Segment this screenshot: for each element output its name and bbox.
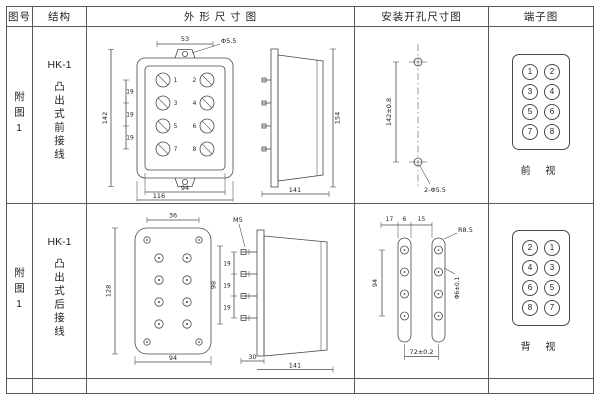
header-structure: 结构 — [33, 7, 87, 27]
screw-callout-label: M5 — [233, 216, 243, 224]
dim-side-height-label: 154 — [333, 112, 341, 124]
dim-height-label: 128 — [104, 285, 112, 297]
terminal-circle: 4 — [522, 259, 538, 276]
terminal-diagram-cell: 1 2 3 4 5 6 7 8 前 视 — [489, 27, 593, 204]
dim-mount-height-label: 142±0.8 — [385, 98, 393, 126]
terminal-circle: 5 — [544, 279, 560, 296]
terminal-circle: 4 — [544, 83, 560, 100]
terminal-circle: 7 — [522, 123, 538, 140]
dim-pitch-label: 19 — [223, 284, 231, 290]
terminal-number-label: 1 — [173, 78, 177, 84]
figure-number-cell: 附图1 — [7, 27, 33, 204]
dim-top-label: 53 — [180, 35, 188, 43]
dim-pitch-label: 19 — [126, 136, 134, 142]
dim-b-label: 6 — [402, 217, 406, 223]
figure-number: 附图1 — [13, 91, 25, 139]
terminal-number-label: 4 — [192, 101, 196, 107]
dim-side-width-label: 141 — [288, 186, 300, 194]
header-outline: 外 形 尺 寸 图 — [87, 7, 355, 27]
mount-hole-callout-label: Φ6±0.1 — [455, 277, 461, 300]
table-row-rear-wiring: 附图1 HK-1 凸出式后接线 36 — [7, 204, 593, 379]
terminal-diagram-cell: 2 1 4 3 6 5 8 7 背 视 — [489, 204, 593, 379]
terminal-circle: 8 — [522, 299, 538, 316]
terminal-box: 1 2 3 4 5 6 7 8 — [512, 53, 570, 150]
dim-a-label: 17 — [385, 217, 393, 223]
spec-sheet-table: 图号 结构 外 形 尺 寸 图 安装开孔尺寸图 端子图 附图1 HK-1 凸出式… — [6, 6, 594, 394]
terminal-circle: 3 — [522, 83, 538, 100]
structure-cell: HK-1 凸出式前接线 — [33, 27, 87, 204]
outline-drawing-front: 53 Φ5.5 1 — [101, 35, 341, 202]
header-mounting: 安装开孔尺寸图 — [355, 7, 489, 27]
terminal-number-label: 6 — [192, 124, 196, 130]
dim-pitch-label: 19 — [126, 113, 134, 119]
dim-mount-width-label: 72±0.2 — [409, 348, 433, 356]
terminal-circle: 2 — [522, 239, 538, 256]
header-terminal: 端子图 — [489, 7, 593, 27]
dim-pitch-label: 19 — [126, 90, 134, 96]
outline-drawing-cell: 36 128 — [87, 204, 355, 379]
terminal-circle: 6 — [522, 279, 538, 296]
dim-side-width-label: 141 — [288, 361, 300, 369]
relay-front-view: 53 Φ5.5 1 — [101, 35, 236, 202]
dim-inner-width-label: 94 — [180, 184, 188, 192]
structure-cell: HK-1 凸出式后接线 — [33, 204, 87, 379]
terminal-box: 2 1 4 3 6 5 8 7 — [512, 229, 570, 326]
terminal-number-label: 8 — [192, 147, 196, 153]
terminal-number-label: 5 — [173, 124, 177, 130]
bottom-strip-row — [7, 379, 593, 393]
figure-number-cell: 附图1 — [7, 204, 33, 379]
table-header-row: 图号 结构 外 形 尺 寸 图 安装开孔尺寸图 端子图 — [7, 7, 593, 27]
terminal-circle: 8 — [544, 123, 560, 140]
structure-label: 凸出式前接线 — [53, 81, 65, 162]
outline-drawing-cell: 53 Φ5.5 1 — [87, 27, 355, 204]
terminal-circle: 1 — [544, 239, 560, 256]
mount-hole-callout-label: 2-Φ5.5 — [424, 186, 446, 194]
mounting-drawing-cell: 17 6 15 R8.5 94 Φ6±0.1 72±0.2 — [355, 204, 489, 379]
dim-width-label: 94 — [168, 354, 176, 362]
mounting-drawing-front: 142±0.8 2-Φ5.5 — [385, 44, 446, 194]
view-label: 背 视 — [520, 341, 562, 353]
terminal-circle: 7 — [544, 299, 560, 316]
model-label: HK-1 — [47, 59, 72, 71]
terminal-number-label: 7 — [173, 147, 177, 153]
figure-number: 附图1 — [13, 267, 25, 315]
relay-side-view: 154 141 — [261, 48, 341, 197]
empty-cell — [489, 379, 593, 393]
terminal-circle: 1 — [522, 63, 538, 80]
table-row-front-wiring: 附图1 HK-1 凸出式前接线 53 Φ5.5 — [7, 27, 593, 204]
empty-cell — [355, 379, 489, 393]
dim-stud-label: 30 — [248, 353, 256, 361]
dim-total-label: 98 — [209, 281, 217, 289]
hole-callout-label: Φ5.5 — [221, 37, 236, 45]
mounting-drawing-rear: 17 6 15 R8.5 94 Φ6±0.1 72±0.2 — [371, 217, 473, 360]
terminal-number-label: 3 — [173, 101, 177, 107]
dim-top-label: 36 — [168, 212, 176, 220]
terminal-circle: 3 — [544, 259, 560, 276]
empty-cell — [87, 379, 355, 393]
dim-height-label: 142 — [101, 112, 109, 124]
view-label: 前 视 — [520, 165, 562, 177]
terminal-circle: 2 — [544, 63, 560, 80]
terminal-number-label: 2 — [192, 78, 196, 84]
structure-label: 凸出式后接线 — [53, 258, 65, 339]
dim-outer-width-label: 116 — [152, 192, 164, 200]
dim-pitch-label: 19 — [223, 306, 231, 312]
dim-c-label: 15 — [417, 217, 425, 223]
mounting-drawing-cell: 142±0.8 2-Φ5.5 — [355, 27, 489, 204]
model-label: HK-1 — [47, 236, 72, 248]
dim-pitch-label: 19 — [223, 262, 231, 268]
outline-drawing-rear: 36 128 — [104, 212, 333, 373]
empty-cell — [33, 379, 87, 393]
header-fig-no: 图号 — [7, 7, 33, 27]
dim-mount-height-label: 94 — [371, 279, 379, 287]
terminal-circle: 6 — [544, 103, 560, 120]
relay-rear-front-view: 36 128 — [104, 212, 211, 365]
radius-callout-label: R8.5 — [458, 226, 473, 234]
relay-rear-side-view: M5 19 19 19 — [209, 216, 333, 373]
terminal-circle: 5 — [522, 103, 538, 120]
empty-cell — [7, 379, 33, 393]
